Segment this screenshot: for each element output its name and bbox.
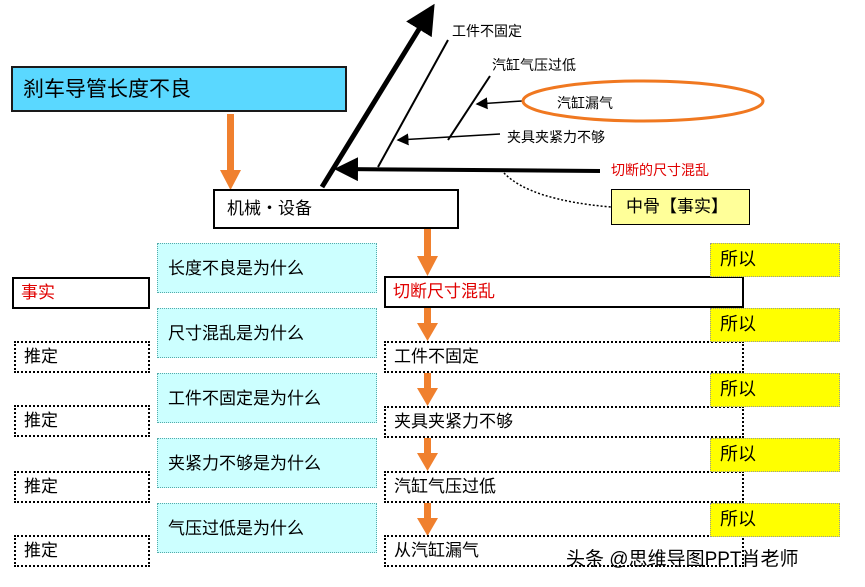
cut-size-arrow <box>334 157 601 182</box>
fact-connector <box>503 172 612 208</box>
so-label-4: 所以 <box>710 438 840 472</box>
orange-arrow-3 <box>424 308 431 325</box>
bone-label-clamp: 夹具夹紧力不够 <box>507 130 605 146</box>
orange-arrow-2 <box>424 228 431 258</box>
so-label-2: 所以 <box>710 308 840 342</box>
why-question-5: 气压过低是为什么 <box>157 503 377 553</box>
bone-label-pressure: 汽缸气压过低 <box>492 58 576 74</box>
leak-ellipse <box>521 79 765 123</box>
problem-title: 刹车导管长度不良 <box>11 66 347 112</box>
bone-label-cut-size: 切断的尺寸混乱 <box>611 163 709 179</box>
so-label-5: 所以 <box>710 503 840 537</box>
orange-arrow-4 <box>424 373 431 390</box>
bone-label-workpiece: 工件不固定 <box>452 24 522 40</box>
fact-label-box: 中骨【事实】 <box>611 189 750 225</box>
clamp-arrow <box>396 133 501 146</box>
orange-arrow-6 <box>424 503 431 520</box>
machine-category-box: 机械・设备 <box>213 189 459 229</box>
orange-arrows <box>220 114 438 536</box>
orange-arrow-1 <box>227 114 234 172</box>
answer-4: 汽缸气压过低 <box>384 471 744 503</box>
inference-tag-1: 推定 <box>14 341 150 373</box>
why-question-1: 长度不良是为什么 <box>157 243 377 293</box>
why-question-3: 工件不固定是为什么 <box>157 373 377 423</box>
answer-1: 切断尺寸混乱 <box>384 276 744 308</box>
why-question-4: 夹紧力不够是为什么 <box>157 438 377 488</box>
answer-3: 夹具夹紧力不够 <box>384 406 744 438</box>
watermark: 头条 @思维导图PPT肖老师 <box>566 549 799 570</box>
so-label-1: 所以 <box>710 243 840 277</box>
leak-arrow <box>475 97 523 110</box>
answer-2: 工件不固定 <box>384 341 744 373</box>
workpiece-bone <box>377 39 449 168</box>
pressure-bone <box>447 75 491 141</box>
answer-5: 从汽缸漏气 <box>384 535 744 567</box>
so-label-3: 所以 <box>710 373 840 407</box>
inference-tag-2: 推定 <box>14 405 150 437</box>
fact-tag: 事实 <box>12 277 150 309</box>
why-question-2: 尺寸混乱是为什么 <box>157 308 377 358</box>
bone-label-leak: 汽缸漏气 <box>557 96 613 112</box>
orange-arrow-5 <box>424 438 431 455</box>
inference-tag-4: 推定 <box>14 535 150 567</box>
inference-tag-3: 推定 <box>14 471 150 503</box>
